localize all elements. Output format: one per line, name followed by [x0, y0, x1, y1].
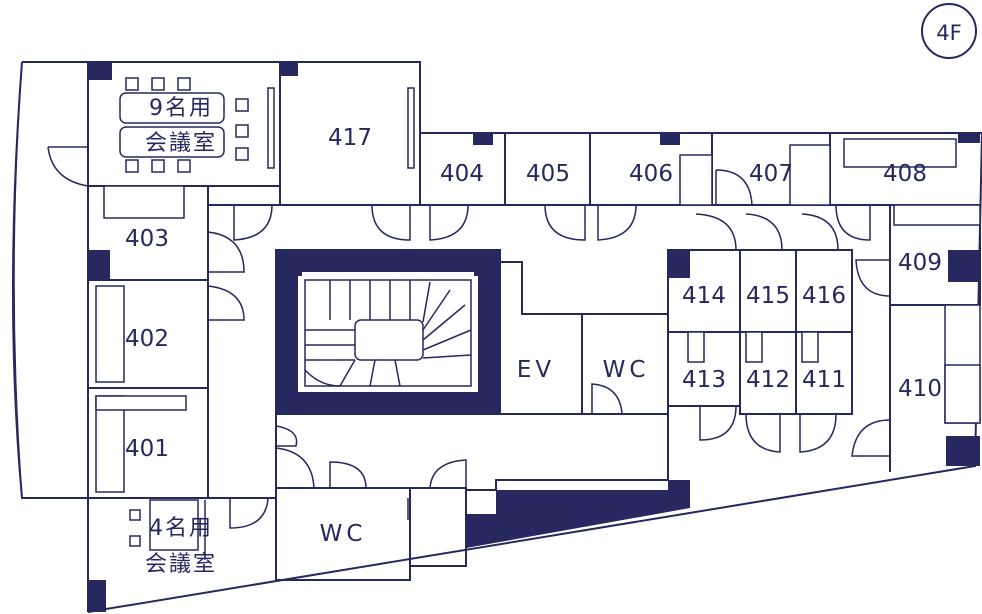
structural-band: [466, 480, 690, 548]
label-413: 413: [682, 367, 726, 393]
floor-label: 4F: [936, 21, 961, 45]
elevator-shaft[interactable]: [500, 261, 583, 415]
label-411: 411: [802, 367, 846, 393]
room-411[interactable]: [795, 331, 853, 415]
label-wc-bottom: WC: [320, 521, 367, 547]
meeting-room-small-line2: 会議室: [145, 552, 217, 577]
meeting-room-small-line1: 4名用: [149, 516, 213, 541]
stair-treads: [304, 279, 472, 387]
label-409: 409: [898, 250, 942, 276]
label-ev: EV: [517, 357, 555, 383]
stair-corner-b: [474, 250, 500, 276]
structural-columns: [88, 62, 980, 612]
label-407: 407: [749, 161, 793, 187]
lower-corridor: [275, 413, 669, 566]
left-corridor-wall: [208, 133, 421, 206]
meeting-room-large-line2: 会議室: [145, 131, 217, 156]
label-410: 410: [898, 376, 942, 402]
label-401: 401: [125, 436, 169, 462]
label-408: 408: [883, 161, 927, 187]
label-405: 405: [526, 161, 570, 187]
door-swings: [47, 146, 891, 529]
label-415: 415: [746, 283, 790, 309]
room-405[interactable]: [420, 132, 591, 206]
meeting-room-large-line1: 9名用: [149, 96, 213, 121]
furniture: [95, 77, 981, 560]
floor-badge: [921, 3, 977, 59]
label-406: 406: [629, 161, 673, 187]
label-414: 414: [682, 283, 726, 309]
label-412: 412: [746, 367, 790, 393]
stair-corner-a: [276, 250, 302, 276]
label-wc-center: WC: [603, 357, 650, 383]
outer-wall-curve: [13, 61, 23, 499]
label-403: 403: [125, 226, 169, 252]
label-402: 402: [125, 326, 169, 352]
label-404: 404: [440, 161, 484, 187]
label-417: 417: [328, 125, 372, 151]
label-416: 416: [802, 283, 846, 309]
